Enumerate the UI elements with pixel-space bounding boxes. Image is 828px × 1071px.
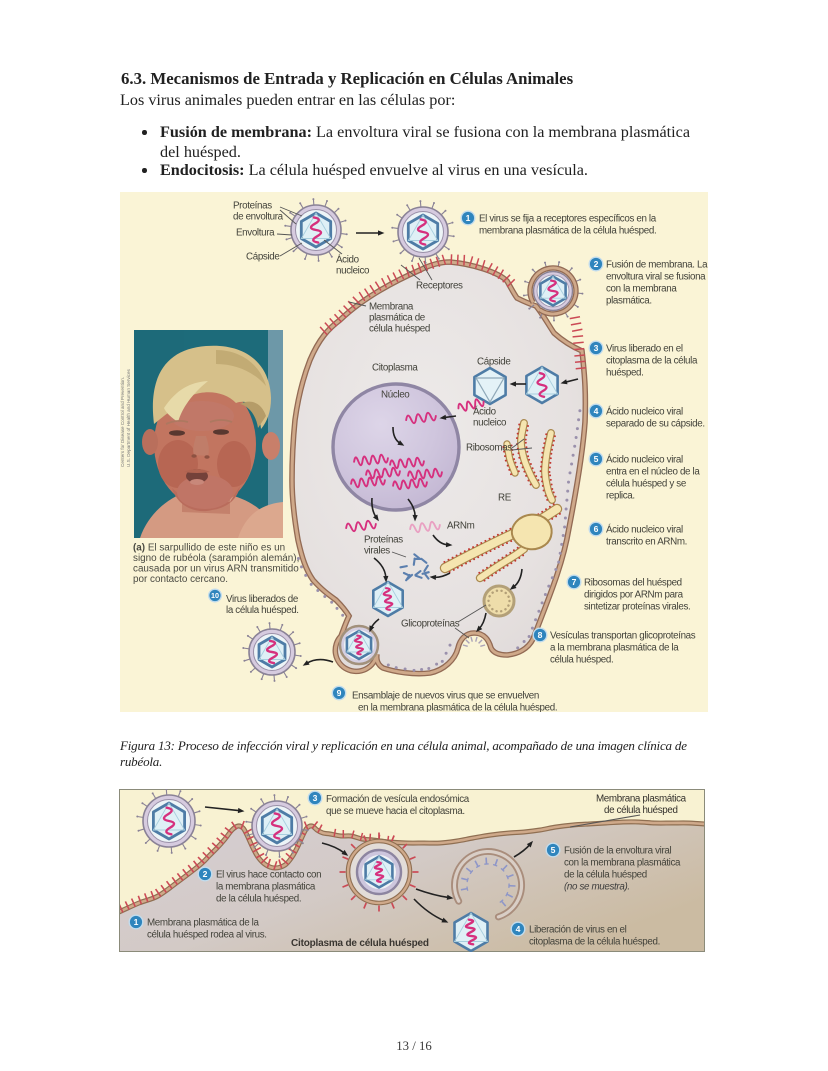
svg-text:Fusión de membrana. La: Fusión de membrana. La xyxy=(606,260,708,271)
svg-text:de la célula huésped: de la célula huésped xyxy=(564,870,647,881)
svg-text:5: 5 xyxy=(594,454,599,464)
svg-text:Membrana: Membrana xyxy=(369,302,414,313)
svg-text:Vesículas transportan glicopro: Vesículas transportan glicoproteínas xyxy=(550,631,696,642)
svg-text:citoplasma de la célula: citoplasma de la célula xyxy=(606,356,698,367)
svg-text:El virus hace contacto con: El virus hace contacto con xyxy=(216,870,321,881)
svg-text:en la membrana plasmática de l: en la membrana plasmática de la célula h… xyxy=(358,703,557,713)
svg-text:membrana plasmática de la célu: membrana plasmática de la célula huésped… xyxy=(479,226,656,237)
svg-text:por contacto cercano.: por contacto cercano. xyxy=(133,574,228,585)
svg-text:3: 3 xyxy=(313,793,318,803)
svg-text:Ácido nucleico viral: Ácido nucleico viral xyxy=(606,525,683,536)
svg-text:RE: RE xyxy=(498,493,512,504)
svg-text:4: 4 xyxy=(594,406,599,416)
svg-text:entra en el núcleo de la: entra en el núcleo de la xyxy=(606,467,700,478)
svg-text:Virus liberados de: Virus liberados de xyxy=(226,594,299,605)
svg-text:transcrito en ARNm.: transcrito en ARNm. xyxy=(606,537,687,548)
svg-text:1: 1 xyxy=(466,213,471,223)
svg-text:célula huésped rodea al virus.: célula huésped rodea al virus. xyxy=(147,930,267,941)
svg-text:con la membrana: con la membrana xyxy=(606,284,677,295)
svg-text:plasmática.: plasmática. xyxy=(606,296,652,307)
svg-text:U.S. Department of Health and: U.S. Department of Health and Human Serv… xyxy=(126,369,131,467)
svg-text:célula huésped y se: célula huésped y se xyxy=(606,479,687,490)
svg-text:Fusión de la envoltura viral: Fusión de la envoltura viral xyxy=(564,846,671,857)
svg-text:El virus se fija a receptores: El virus se fija a receptores específico… xyxy=(479,214,657,225)
svg-text:plasmática de: plasmática de xyxy=(369,313,426,324)
svg-text:Cápside: Cápside xyxy=(246,252,280,263)
svg-text:Envoltura: Envoltura xyxy=(236,228,275,239)
svg-text:Ácido: Ácido xyxy=(473,407,497,418)
svg-text:2: 2 xyxy=(203,869,208,879)
svg-text:virales: virales xyxy=(364,546,390,557)
svg-text:Membrana plasmática: Membrana plasmática xyxy=(596,794,687,805)
svg-text:causada por un virus ARN trans: causada por un virus ARN transmitido xyxy=(133,564,299,575)
svg-text:célula huésped: célula huésped xyxy=(369,324,430,335)
svg-text:Glicoproteínas: Glicoproteínas xyxy=(401,619,460,630)
svg-text:2: 2 xyxy=(594,259,599,269)
svg-text:3: 3 xyxy=(594,343,599,353)
svg-text:replica.: replica. xyxy=(606,491,635,502)
svg-text:Citoplasma de célula huésped: Citoplasma de célula huésped xyxy=(291,938,429,949)
svg-text:10: 10 xyxy=(211,591,219,600)
svg-text:Ribosomas: Ribosomas xyxy=(466,443,512,454)
svg-text:Ribosomas del huésped: Ribosomas del huésped xyxy=(584,578,682,589)
svg-text:Proteínas: Proteínas xyxy=(364,535,403,546)
svg-text:Cápside: Cápside xyxy=(477,357,511,368)
svg-text:Núcleo: Núcleo xyxy=(381,390,410,401)
svg-text:(a) El sarpullido de este niño: (a) El sarpullido de este niño es un xyxy=(133,543,285,554)
svg-text:con la membrana plasmática: con la membrana plasmática xyxy=(564,858,681,869)
svg-text:citoplasma de la célula huéspe: citoplasma de la célula huésped. xyxy=(529,937,660,948)
svg-text:Ensamblaje de nuevos virus que: Ensamblaje de nuevos virus que se envuel… xyxy=(352,691,539,702)
svg-text:de la célula huésped.: de la célula huésped. xyxy=(216,894,301,905)
svg-text:(no se muestra).: (no se muestra). xyxy=(564,882,630,893)
svg-text:envoltura viral se fusiona: envoltura viral se fusiona xyxy=(606,272,706,283)
svg-text:4: 4 xyxy=(516,924,521,934)
svg-text:Proteínas: Proteínas xyxy=(233,201,272,212)
svg-text:Ácido nucleico viral: Ácido nucleico viral xyxy=(606,407,683,418)
svg-text:separado de su cápside.: separado de su cápside. xyxy=(606,419,705,430)
svg-text:8: 8 xyxy=(538,630,543,640)
svg-text:Ácido nucleico viral: Ácido nucleico viral xyxy=(606,455,683,466)
svg-text:dirigidos por ARNm para: dirigidos por ARNm para xyxy=(584,590,684,601)
svg-text:de envoltura: de envoltura xyxy=(233,212,284,223)
svg-text:Liberación de virus en el: Liberación de virus en el xyxy=(529,925,627,936)
svg-text:Virus liberado en el: Virus liberado en el xyxy=(606,344,683,355)
svg-text:Citoplasma: Citoplasma xyxy=(372,363,418,374)
svg-text:de célula huésped: de célula huésped xyxy=(604,805,678,816)
svg-text:Ácido: Ácido xyxy=(336,255,360,266)
svg-text:5: 5 xyxy=(551,845,556,855)
svg-text:1: 1 xyxy=(134,917,139,927)
svg-text:signo de rubéola (sarampión al: signo de rubéola (sarampión alemán), xyxy=(133,553,299,564)
svg-text:la membrana plasmática: la membrana plasmática xyxy=(216,882,316,893)
svg-text:nucleico: nucleico xyxy=(336,266,370,277)
svg-text:Centers for Disease Control an: Centers for Disease Control and Preventi… xyxy=(120,377,125,467)
svg-text:a la membrana plasmática de la: a la membrana plasmática de la xyxy=(550,643,679,654)
svg-text:nucleico: nucleico xyxy=(473,418,507,429)
svg-text:6: 6 xyxy=(594,524,599,534)
svg-text:célula huésped.: célula huésped. xyxy=(550,655,613,666)
svg-text:que se mueve hacia el citoplas: que se mueve hacia el citoplasma. xyxy=(326,806,465,817)
svg-text:9: 9 xyxy=(337,688,342,698)
svg-text:la célula huésped.: la célula huésped. xyxy=(226,605,299,616)
svg-text:Membrana plasmática de la: Membrana plasmática de la xyxy=(147,918,259,929)
svg-text:Formación de vesícula endosómi: Formación de vesícula endosómica xyxy=(326,794,470,805)
svg-text:ARNm: ARNm xyxy=(447,521,475,532)
svg-text:Receptores: Receptores xyxy=(416,281,463,292)
svg-text:7: 7 xyxy=(572,577,577,587)
svg-text:sintetizar proteínas virales.: sintetizar proteínas virales. xyxy=(584,602,690,613)
svg-text:huésped.: huésped. xyxy=(606,368,644,379)
